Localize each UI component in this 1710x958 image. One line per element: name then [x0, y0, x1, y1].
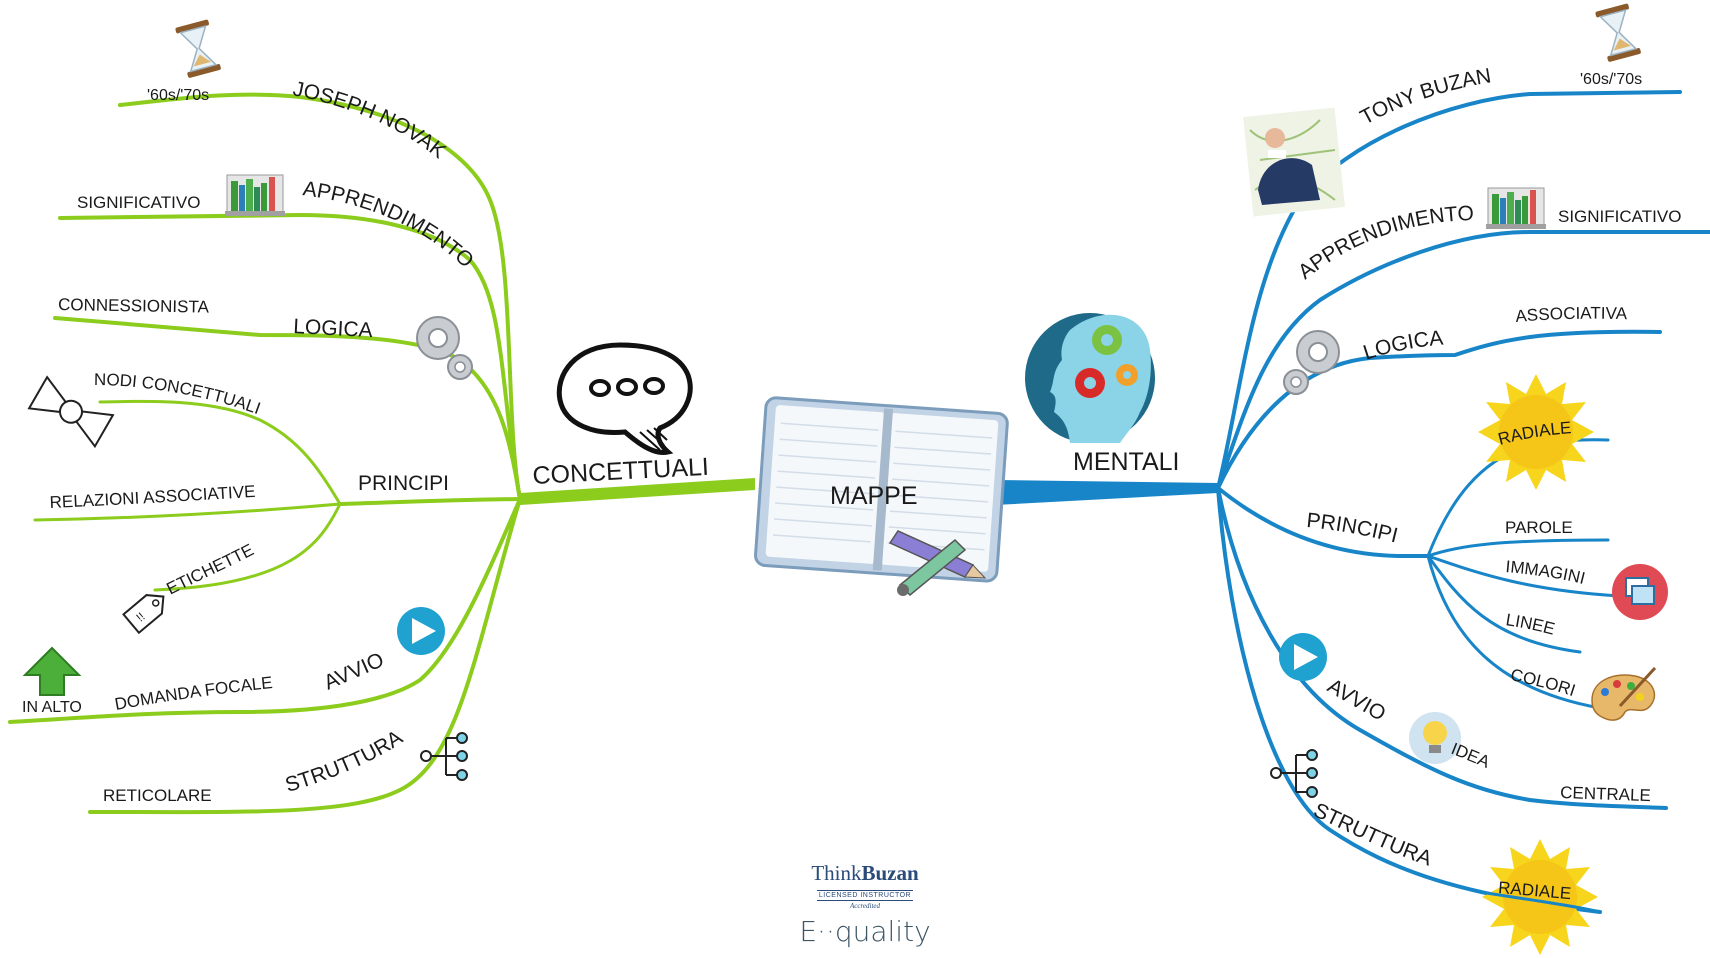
books-icon — [225, 174, 285, 216]
label-significativo-left: SIGNIFICATIVO — [77, 193, 200, 212]
licensed-instructor-label: LICENSED INSTRUCTOR — [816, 890, 914, 901]
equality-logo: E··quality — [799, 915, 931, 948]
accredited-label: Accredited — [849, 902, 881, 910]
play-icon — [1279, 633, 1327, 681]
palette-icon — [1591, 666, 1657, 721]
pencil-icon — [888, 530, 987, 597]
notebook-icon — [754, 396, 1009, 583]
label-years-right: '60s/'70s — [1580, 71, 1642, 88]
label-logica-left: LOGICA — [293, 315, 373, 342]
trunk-right — [995, 480, 1218, 505]
bow-tie-icon — [27, 375, 115, 449]
sun-icon — [1482, 839, 1598, 955]
label-etichette: ETICHETTE — [164, 540, 257, 598]
lightbulb-icon — [1409, 712, 1461, 764]
label-avvio-right: AVVIO — [1324, 675, 1390, 726]
right-branches — [995, 90, 1710, 914]
label-principi-left: PRINCIPI — [358, 472, 449, 495]
hourglass-icon — [175, 19, 221, 78]
label-centrale: CENTRALE — [1560, 783, 1651, 805]
label-parole: PAROLE — [1505, 518, 1573, 537]
trunk-left — [520, 478, 755, 505]
play-icon — [397, 607, 445, 655]
label-associativa: ASSOCIATIVA — [1515, 304, 1628, 326]
label-struttura-left: STRUTTURA — [283, 726, 407, 797]
sun-icon — [1478, 374, 1594, 490]
label-years-left: '60s/'70s — [147, 87, 209, 104]
image-icon — [1612, 564, 1668, 620]
label-significativo-right: SIGNIFICATIVO — [1558, 207, 1681, 226]
gears-icon — [416, 316, 473, 380]
brand-logo: ThinkBuzan LICENSED INSTRUCTOR Accredite… — [790, 862, 940, 949]
up-arrow-icon — [22, 646, 82, 696]
label-struttura-right: STRUTTURA — [1310, 799, 1435, 871]
label-joseph-novak: JOSEPH NOVAK — [291, 77, 450, 163]
label-idea: IDEA — [1449, 739, 1494, 772]
label-relazioni-associative: RELAZIONI ASSOCIATIVE — [49, 482, 256, 512]
label-in-alto: IN ALTO — [22, 699, 82, 716]
label-avvio-left: AVVIO — [321, 648, 388, 694]
right-title: MENTALI — [1073, 448, 1180, 476]
portrait-photo — [1243, 107, 1345, 217]
hierarchy-icon — [1270, 749, 1318, 798]
label-reticolare: RETICOLARE — [103, 786, 212, 805]
label-colori: COLORI — [1509, 665, 1578, 700]
hourglass-icon — [1595, 3, 1641, 62]
label-connessionista: CONNESSIONISTA — [58, 295, 210, 317]
thinkbuzan-logo: ThinkBuzan — [811, 861, 919, 885]
label-logica-right: LOGICA — [1360, 327, 1444, 365]
label-nodi-concettuali: NODI CONCETTUALI — [94, 370, 263, 418]
gears-icon — [1283, 330, 1340, 395]
books-icon — [1486, 187, 1546, 229]
speech-bubble-icon — [556, 342, 693, 456]
hierarchy-icon — [420, 732, 468, 781]
center-label: MAPPE — [830, 482, 918, 510]
label-domanda-focale: DOMANDA FOCALE — [113, 673, 273, 714]
left-branches — [8, 92, 755, 815]
head-gears-icon — [1025, 313, 1155, 443]
tag-icon: !! — [122, 594, 165, 635]
